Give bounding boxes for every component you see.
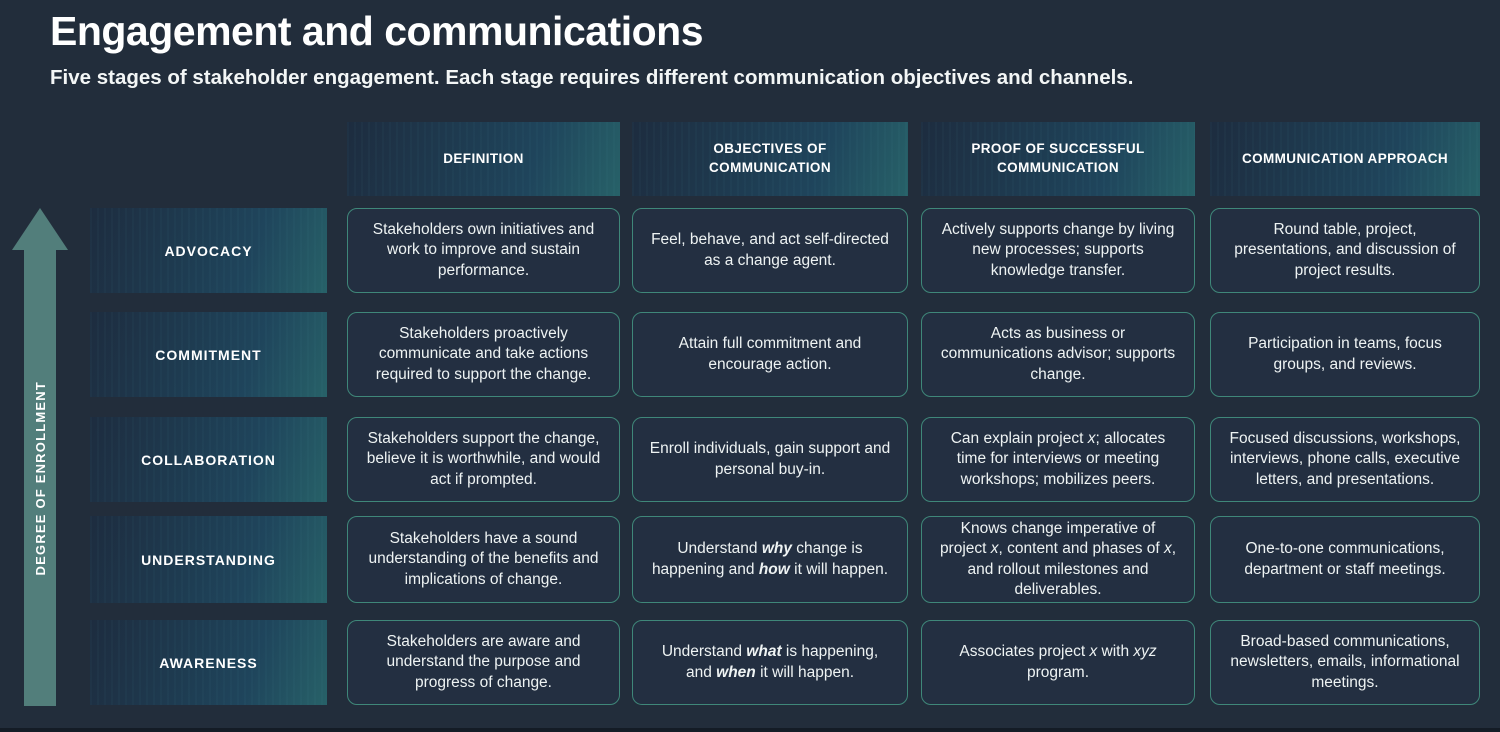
cell-commitment-objectives: Attain full commitment and encourage act… [632, 312, 908, 397]
page-title: Engagement and communications [50, 8, 704, 54]
stage-label-commitment: COMMITMENT [90, 312, 327, 397]
cell-advocacy-objectives: Feel, behave, and act self-directed as a… [632, 208, 908, 293]
cell-awareness-approach: Broad-based communications, newsletters,… [1210, 620, 1480, 705]
cell-advocacy-proof: Actively supports change by living new p… [921, 208, 1195, 293]
arrow-shaft: DEGREE OF ENROLLMENT [24, 250, 56, 706]
arrow-up-icon [12, 208, 68, 250]
cell-advocacy-definition: Stakeholders own initiatives and work to… [347, 208, 620, 293]
stage-label-awareness: AWARENESS [90, 620, 327, 705]
cell-collaboration-approach: Focused discussions, workshops, intervie… [1210, 417, 1480, 502]
column-header-proof-of-successful-communication: PROOF OF SUCCESSFUL COMMUNICATION [921, 122, 1195, 196]
axis-label: DEGREE OF ENROLLMENT [32, 380, 48, 576]
cell-understanding-approach: One-to-one communications, department or… [1210, 516, 1480, 603]
column-header-objectives-of-communication: OBJECTIVES OF COMMUNICATION [632, 122, 908, 196]
cell-advocacy-approach: Round table, project, presentations, and… [1210, 208, 1480, 293]
cell-collaboration-definition: Stakeholders support the change, believe… [347, 417, 620, 502]
page-subtitle: Five stages of stakeholder engagement. E… [50, 66, 1134, 89]
cell-understanding-proof: Knows change imperative of project x, co… [921, 516, 1195, 603]
stage-label-advocacy: ADVOCACY [90, 208, 327, 293]
cell-understanding-objectives: Understand why change is happening and h… [632, 516, 908, 603]
cell-collaboration-proof: Can explain project x; allocates time fo… [921, 417, 1195, 502]
cell-commitment-definition: Stakeholders proactively communicate and… [347, 312, 620, 397]
cell-commitment-proof: Acts as business or communications advis… [921, 312, 1195, 397]
stage-label-understanding: UNDERSTANDING [90, 516, 327, 603]
column-header-definition: DEFINITION [347, 122, 620, 196]
cell-awareness-objectives: Understand what is happening, and when i… [632, 620, 908, 705]
cell-awareness-definition: Stakeholders are aware and understand th… [347, 620, 620, 705]
cell-understanding-definition: Stakeholders have a sound understanding … [347, 516, 620, 603]
cell-commitment-approach: Participation in teams, focus groups, an… [1210, 312, 1480, 397]
column-header-communication-approach: COMMUNICATION APPROACH [1210, 122, 1480, 196]
bottom-edge [0, 728, 1500, 732]
cell-awareness-proof: Associates project x with xyz program. [921, 620, 1195, 705]
stage-label-collaboration: COLLABORATION [90, 417, 327, 502]
cell-collaboration-objectives: Enroll individuals, gain support and per… [632, 417, 908, 502]
degree-of-enrollment-axis: DEGREE OF ENROLLMENT [12, 208, 68, 706]
